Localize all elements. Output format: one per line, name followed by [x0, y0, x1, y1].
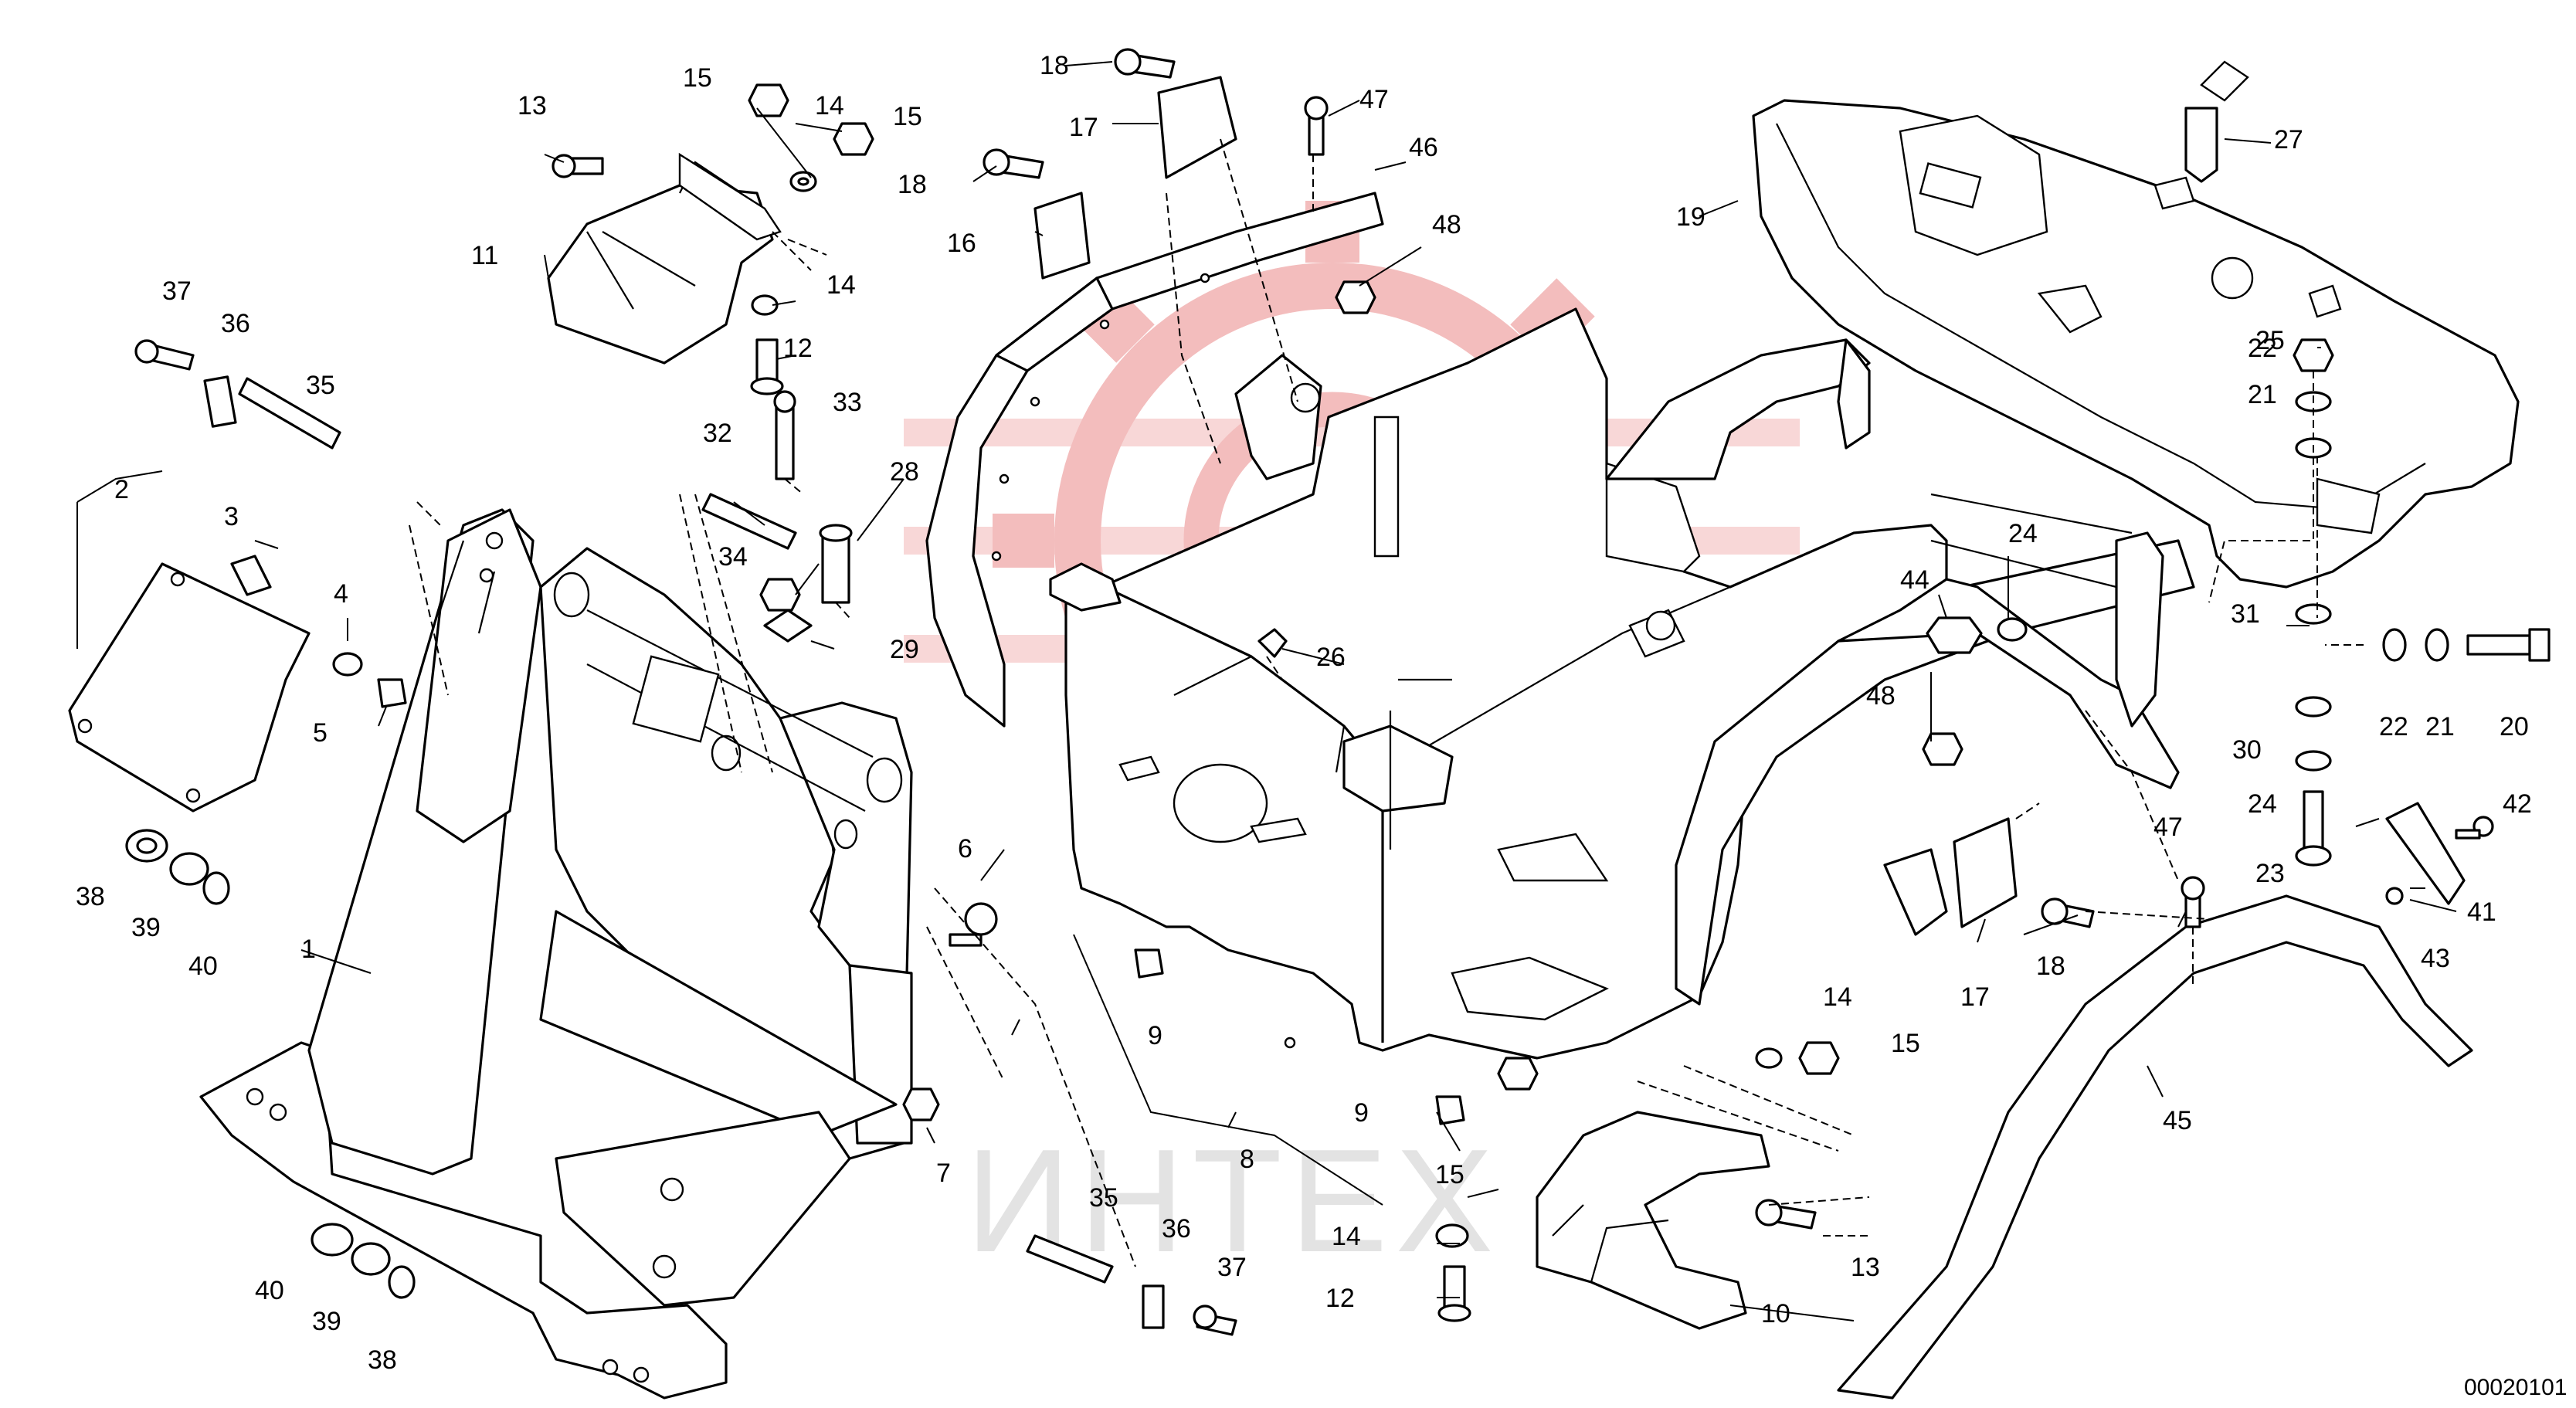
- label-15b: 15: [893, 102, 922, 131]
- side-panel-part-46: [925, 192, 1384, 728]
- label-39a: 39: [131, 913, 161, 942]
- label-38b: 38: [368, 1345, 397, 1375]
- label-46: 46: [1409, 133, 1438, 162]
- label-23: 23: [2255, 859, 2285, 888]
- label-48a: 48: [1432, 210, 1461, 239]
- label-20: 20: [2500, 712, 2529, 741]
- label-47a: 47: [1359, 85, 1389, 114]
- label-48b: 48: [1866, 681, 1896, 711]
- label-27: 27: [2274, 125, 2303, 154]
- label-40a: 40: [188, 952, 218, 981]
- label-43: 43: [2421, 944, 2450, 973]
- rear-cover-part-19: [1752, 99, 2520, 589]
- label-35b: 35: [1089, 1183, 1118, 1213]
- label-16: 16: [947, 229, 976, 258]
- callout-labels: 1 2 3 4 5 6 7 8 9 9 10 11 12 12 13 13 14…: [76, 51, 2532, 1375]
- leader-lines: [76, 61, 2457, 1321]
- label-17b: 17: [1960, 982, 1990, 1012]
- label-15c: 15: [1891, 1029, 1920, 1058]
- label-10: 10: [1761, 1299, 1790, 1328]
- label-34: 34: [718, 542, 748, 572]
- label-22b: 22: [2379, 712, 2408, 741]
- label-26: 26: [1316, 643, 1346, 672]
- label-18b: 18: [898, 170, 927, 199]
- label-19: 19: [1676, 202, 1705, 232]
- step-part-10: [1536, 1111, 1770, 1330]
- label-29: 29: [890, 635, 919, 664]
- label-17a: 17: [1069, 113, 1098, 142]
- label-14c: 14: [1823, 982, 1852, 1012]
- label-12b: 12: [1325, 1284, 1355, 1313]
- front-frame-part-1: [199, 508, 913, 1400]
- label-2: 2: [114, 475, 129, 504]
- label-18c: 18: [2036, 952, 2065, 981]
- label-24a: 24: [2008, 519, 2038, 548]
- label-14a: 14: [815, 91, 844, 120]
- label-40b: 40: [255, 1276, 284, 1305]
- tank-body-part-8: [1049, 307, 1948, 1060]
- label-7: 7: [936, 1159, 951, 1188]
- rear-bracket-frame: [1605, 338, 2164, 936]
- label-1: 1: [301, 935, 316, 964]
- label-13b: 13: [1851, 1253, 1880, 1282]
- step-part-11: [547, 152, 782, 365]
- label-21a: 21: [2248, 380, 2277, 409]
- label-18a: 18: [1040, 51, 1069, 80]
- label-14d: 14: [1332, 1222, 1361, 1251]
- label-3: 3: [224, 502, 239, 531]
- label-37b: 37: [1217, 1253, 1247, 1282]
- label-15a: 15: [683, 63, 712, 93]
- hardware-items: [125, 48, 2551, 1336]
- label-15d: 15: [1435, 1160, 1464, 1189]
- label-22a: 22: [2248, 334, 2277, 363]
- label-5: 5: [313, 718, 328, 748]
- label-41: 41: [2467, 897, 2496, 927]
- label-44: 44: [1900, 565, 1929, 595]
- label-47b: 47: [2153, 813, 2183, 842]
- label-9b: 9: [1354, 1098, 1369, 1128]
- label-14b: 14: [826, 270, 856, 300]
- label-24b: 24: [2248, 789, 2277, 819]
- label-4: 4: [334, 579, 348, 609]
- label-6: 6: [958, 834, 972, 863]
- label-13a: 13: [518, 91, 547, 120]
- label-37a: 37: [162, 277, 192, 306]
- label-38a: 38: [76, 882, 105, 911]
- cover-plate-part-2: [68, 562, 311, 813]
- label-45: 45: [2163, 1106, 2192, 1135]
- label-31: 31: [2231, 599, 2260, 629]
- label-9a: 9: [1148, 1021, 1162, 1050]
- label-25: 25: [2255, 326, 2285, 355]
- label-36a: 36: [221, 309, 250, 338]
- label-42: 42: [2503, 789, 2532, 819]
- label-28: 28: [890, 457, 919, 487]
- label-35a: 35: [306, 371, 335, 400]
- label-39b: 39: [312, 1307, 341, 1336]
- label-21b: 21: [2425, 712, 2455, 741]
- label-33: 33: [833, 388, 862, 417]
- label-8: 8: [1240, 1145, 1254, 1174]
- label-36b: 36: [1162, 1214, 1191, 1243]
- label-30: 30: [2232, 735, 2262, 765]
- label-32: 32: [703, 419, 732, 448]
- drawing-code: 00020101: [2464, 1375, 2567, 1400]
- label-11: 11: [471, 241, 498, 270]
- label-12a: 12: [783, 334, 813, 363]
